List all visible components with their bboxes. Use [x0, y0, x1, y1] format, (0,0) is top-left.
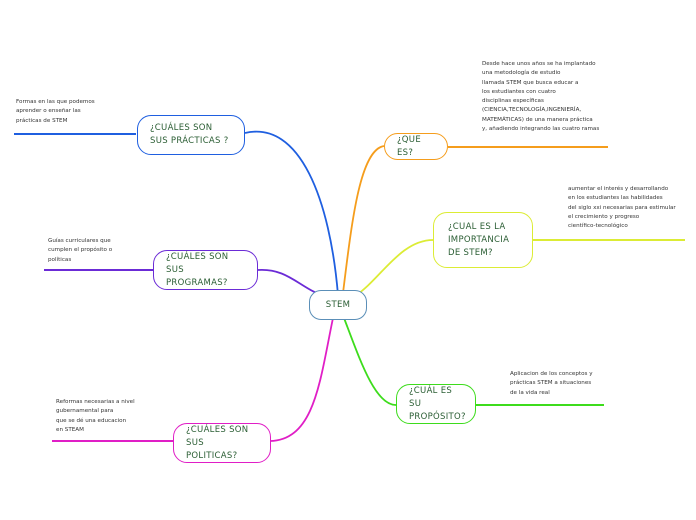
note-underline-programas: [44, 269, 154, 271]
topic-programas[interactable]: ¿CUÁLES SON SUS PROGRAMAS?: [153, 250, 258, 290]
connector-practicas: [244, 130, 339, 296]
note-practicas: Formas en las que podemos aprender o ens…: [16, 99, 95, 124]
topic-que-es[interactable]: ¿QUE ES?: [384, 133, 448, 160]
connector-proposito: [343, 317, 397, 406]
topic-politicas[interactable]: ¿CUÁLES SON SUS POLITICAS?: [173, 423, 271, 463]
topic-proposito[interactable]: ¿CUÁL ES SU PROPÓSITO?: [396, 384, 476, 424]
note-programas: Guías curriculares que cumplen el propós…: [48, 238, 113, 263]
central-topic-stem[interactable]: STEM: [309, 290, 367, 320]
note-politicas: Reformas necesarias a nivel gubernamenta…: [56, 399, 135, 433]
connector-politicas: [269, 317, 334, 442]
note-underline-politicas: [52, 440, 174, 442]
note-importancia: aumentar el interés y desarrollando en l…: [568, 186, 676, 230]
connector-importancia: [354, 239, 434, 297]
note-underline-que-es: [448, 146, 608, 148]
topic-label: ¿CUÁL ES SU PROPÓSITO?: [409, 385, 466, 422]
note-que-es: Desde hace unos años se ha implantado un…: [482, 61, 600, 133]
topic-importancia[interactable]: ¿CUAL ES LA IMPORTANCIA DE STEM?: [433, 212, 533, 268]
connector-que-es: [342, 145, 385, 294]
topic-label: ¿CUAL ES LA IMPORTANCIA DE STEM?: [448, 221, 510, 258]
topic-label: ¿QUE ES?: [397, 134, 421, 158]
note-underline-practicas: [14, 133, 136, 135]
note-underline-importancia: [533, 239, 685, 241]
note-proposito: Aplicacion de los conceptos y prácticas …: [510, 371, 593, 396]
note-underline-proposito: [476, 404, 604, 406]
topic-label: ¿CUÁLES SON SUS PRÁCTICAS ?: [150, 123, 229, 146]
central-topic-label: STEM: [325, 299, 351, 310]
topic-label: ¿CUÁLES SON SUS PROGRAMAS?: [166, 251, 229, 288]
topic-practicas[interactable]: ¿CUÁLES SON SUS PRÁCTICAS ?: [137, 115, 245, 155]
topic-label: ¿CUÁLES SON SUS POLITICAS?: [186, 424, 249, 461]
